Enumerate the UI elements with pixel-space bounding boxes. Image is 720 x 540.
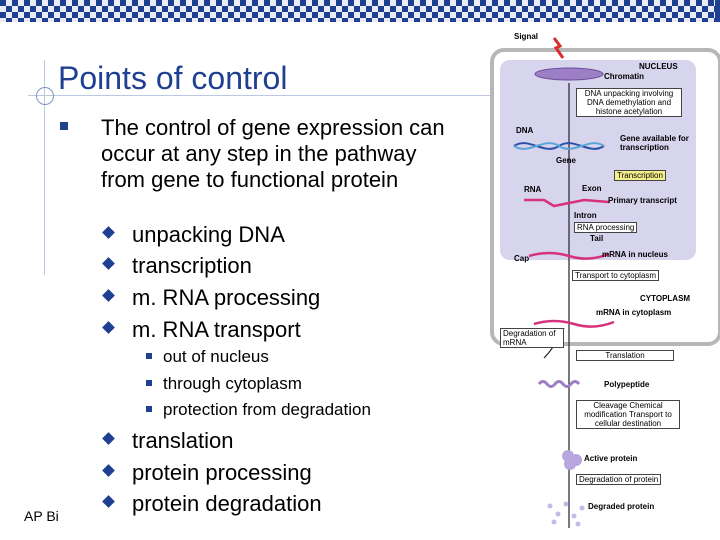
diamond-bullet-icon bbox=[102, 495, 115, 508]
label-active-protein: Active protein bbox=[584, 454, 638, 463]
label-degradation-mrna: Degradation of mRNA bbox=[500, 328, 564, 348]
square-bullet-icon bbox=[60, 122, 68, 130]
label-dna: DNA bbox=[516, 126, 534, 135]
label-polypeptide: Polypeptide bbox=[604, 380, 650, 389]
signal-bolt-icon bbox=[552, 37, 565, 59]
sub-item: translation bbox=[102, 428, 234, 454]
label-chromatin: Chromatin bbox=[604, 72, 644, 81]
main-bullet-text: The control of gene expression can occur… bbox=[101, 115, 445, 192]
label-gene-available: Gene available for transcription bbox=[620, 134, 689, 152]
label-gene: Gene bbox=[556, 156, 577, 165]
diamond-bullet-icon bbox=[102, 226, 115, 239]
label-translation: Translation bbox=[576, 350, 674, 361]
label-transport: Transport to cytoplasm bbox=[572, 270, 660, 281]
sub-item: m. RNA processing bbox=[102, 285, 320, 311]
diamond-bullet-icon bbox=[102, 289, 115, 302]
label-exon: Exon bbox=[582, 184, 602, 193]
small-square-bullet-icon bbox=[146, 353, 152, 359]
gene-expression-diagram: Signal NUCLEUS Chromatin DNA unpacking i… bbox=[484, 28, 720, 540]
decor-horizontal-line bbox=[28, 95, 490, 96]
label-cap: Cap bbox=[514, 254, 530, 263]
degraded-protein-shape bbox=[547, 503, 553, 509]
label-degradation-protein: Degradation of protein bbox=[576, 474, 662, 485]
diamond-bullet-icon bbox=[102, 464, 115, 477]
label-cleavage: Cleavage Chemical modification Transport… bbox=[576, 400, 680, 429]
checker-pattern bbox=[0, 0, 715, 22]
label-mrna-nucleus: mRNA in nucleus bbox=[602, 250, 668, 259]
label-dna-unpacking: DNA unpacking involving DNA demethylatio… bbox=[576, 88, 682, 117]
crosshair-icon bbox=[36, 87, 54, 105]
footer-text: AP Bi bbox=[24, 508, 59, 524]
diamond-bullet-icon bbox=[102, 321, 115, 334]
diagram-shapes bbox=[513, 37, 615, 528]
label-intron: Intron bbox=[574, 211, 597, 220]
sub-item: protein processing bbox=[102, 460, 312, 486]
polypeptide-shape bbox=[537, 380, 581, 388]
small-square-bullet-icon bbox=[146, 406, 152, 412]
label-primary-transcript: Primary transcript bbox=[608, 196, 677, 205]
slide-title: Points of control bbox=[58, 60, 288, 96]
dna-helix-strand-b bbox=[513, 142, 605, 150]
diamond-bullet-icon bbox=[102, 257, 115, 270]
sub-sub-item: out of nucleus bbox=[146, 347, 269, 367]
mrna-nucleus-shape bbox=[528, 251, 610, 260]
label-rna-processing: RNA processing bbox=[574, 222, 638, 233]
sub-sub-item: protection from degradation bbox=[146, 400, 371, 420]
mrna-cytoplasm-shape bbox=[533, 319, 615, 328]
sub-item: m. RNA transport bbox=[102, 317, 301, 343]
sub-item: protein degradation bbox=[102, 491, 322, 517]
decor-vertical-line bbox=[44, 60, 45, 275]
sub-item: transcription bbox=[102, 253, 252, 279]
label-mrna-cytoplasm: mRNA in cytoplasm bbox=[596, 308, 672, 317]
label-degraded-protein: Degraded protein bbox=[588, 502, 655, 511]
label-nucleus: NUCLEUS bbox=[639, 62, 678, 71]
label-rna: RNA bbox=[524, 185, 542, 194]
small-square-bullet-icon bbox=[146, 380, 152, 386]
primary-transcript-shape bbox=[524, 198, 610, 208]
label-cytoplasm: CYTOPLASM bbox=[640, 294, 691, 303]
label-signal: Signal bbox=[514, 32, 539, 41]
sub-sub-item: through cytoplasm bbox=[146, 374, 302, 394]
diamond-bullet-icon bbox=[102, 432, 115, 445]
sub-item: unpacking DNA bbox=[102, 222, 285, 248]
main-bullet: The control of gene expression can occur… bbox=[60, 115, 460, 193]
chromatin-shape bbox=[534, 67, 604, 81]
label-transcription: Transcription bbox=[614, 170, 666, 181]
label-tail: Tail bbox=[590, 234, 604, 243]
